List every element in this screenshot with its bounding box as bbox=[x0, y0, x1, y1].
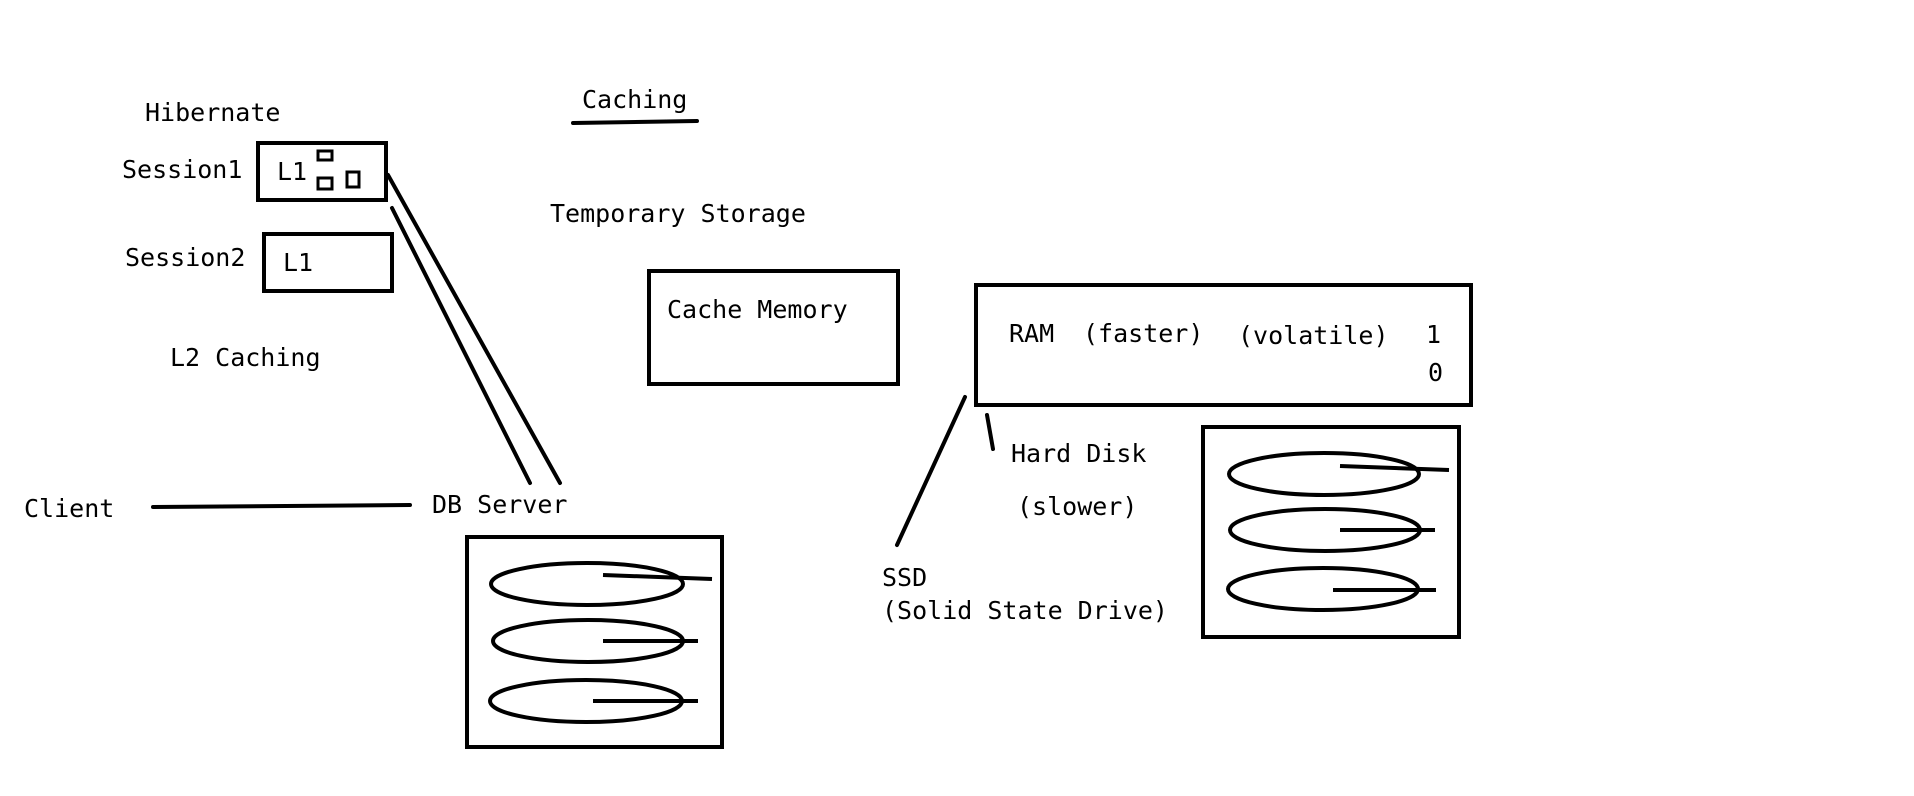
session2-label: Session2 bbox=[125, 243, 245, 272]
disk-stack-icon bbox=[1226, 451, 1450, 612]
session1-label: Session1 bbox=[122, 155, 242, 184]
disk-stack-icon bbox=[488, 561, 713, 724]
hibernate-label: Hibernate bbox=[145, 98, 280, 127]
session2-box bbox=[262, 232, 394, 293]
cache-memory-label: Cache Memory bbox=[667, 295, 848, 324]
l2-caching-label: L2 Caching bbox=[170, 343, 321, 372]
slower-label: (slower) bbox=[1017, 492, 1137, 521]
db-server-box bbox=[465, 535, 724, 749]
db-server-label: DB Server bbox=[432, 490, 567, 519]
caching-title: Caching bbox=[582, 85, 687, 114]
cache-blocks-icon bbox=[316, 149, 361, 191]
hard-disk-box bbox=[1201, 425, 1461, 639]
session-db-connector bbox=[390, 206, 532, 485]
ram-label: RAM bbox=[1009, 319, 1054, 348]
client-server-connector bbox=[151, 503, 412, 509]
bit-one-label: 1 bbox=[1426, 320, 1441, 349]
hard-disk-label: Hard Disk bbox=[1011, 439, 1146, 468]
volatile-label: (volatile) bbox=[1238, 321, 1389, 350]
temporary-storage-label: Temporary Storage bbox=[550, 199, 806, 228]
session2-l1-label: L1 bbox=[283, 248, 313, 277]
session-db-connector bbox=[386, 173, 562, 485]
ssd-label: SSD bbox=[882, 563, 927, 592]
ram-ssd-connector bbox=[895, 395, 967, 547]
ssd-full-label: (Solid State Drive) bbox=[882, 596, 1168, 625]
bit-zero-label: 0 bbox=[1428, 358, 1443, 387]
ram-box bbox=[974, 283, 1473, 407]
session1-l1-label: L1 bbox=[277, 157, 307, 186]
cache-memory-box bbox=[647, 269, 900, 386]
client-label: Client bbox=[24, 494, 114, 523]
caching-underline bbox=[571, 119, 699, 125]
session1-box bbox=[256, 141, 388, 202]
ram-hard-disk-connector bbox=[985, 413, 995, 451]
faster-label: (faster) bbox=[1083, 319, 1203, 348]
